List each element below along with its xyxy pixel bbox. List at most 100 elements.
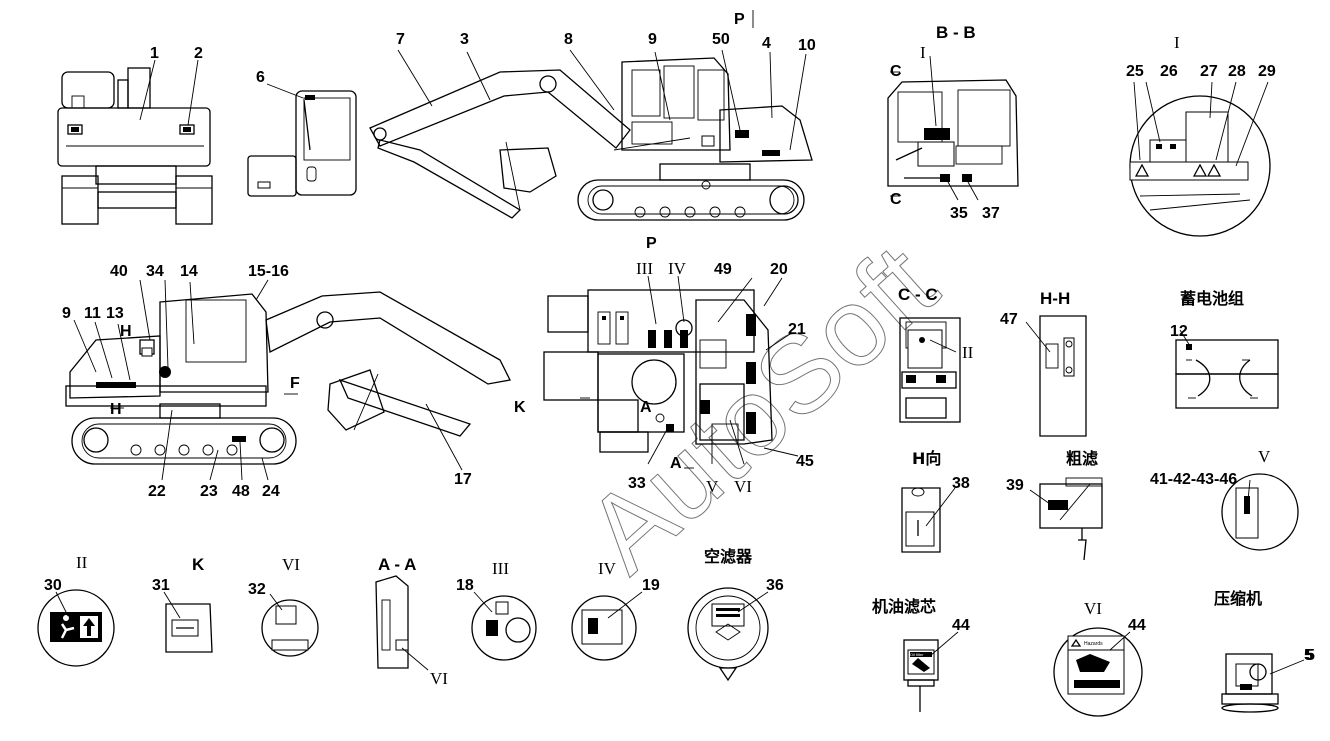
callout-37: 37	[982, 205, 1000, 222]
callout-48: 48	[232, 483, 250, 500]
air-filter-title: 空滤器	[704, 547, 753, 566]
ref-vi: VI	[734, 477, 752, 496]
callout-5: 5	[1304, 647, 1313, 664]
callout-9b: 9	[62, 305, 71, 322]
rear-view-drawing	[57, 67, 213, 225]
detail-k-drawing	[165, 603, 213, 653]
callout-19: 19	[642, 577, 660, 594]
callout-14: 14	[180, 263, 198, 280]
detail-iii-title: III	[492, 559, 509, 578]
callout-18: 18	[456, 577, 474, 594]
callout-39: 39	[1006, 477, 1024, 494]
coarse-filter-drawing	[1039, 477, 1103, 561]
callout-4: 4	[762, 35, 771, 52]
callout-35: 35	[950, 205, 968, 222]
cab-door-drawing	[247, 90, 357, 197]
section-a-bottom: A	[670, 455, 682, 472]
callout-11: 11	[84, 305, 101, 322]
detail-v-title: V	[1258, 447, 1271, 466]
callout-3: 3	[460, 31, 469, 48]
ref-i: I	[920, 43, 926, 62]
callout-24: 24	[262, 483, 280, 500]
section-bb-title: B - B	[936, 23, 976, 42]
hazard-label-text: Hazards	[1084, 641, 1103, 647]
callout-40: 40	[110, 263, 128, 280]
h-view-drawing	[901, 487, 941, 553]
oil-filter-label-text: Oil filter	[910, 652, 924, 657]
detail-iv-title: IV	[598, 559, 617, 578]
callout-44b: 44	[1128, 617, 1146, 634]
callout-25: 25	[1126, 63, 1144, 80]
callout-45: 45	[796, 453, 814, 470]
callout-49: 49	[714, 261, 732, 278]
callout-13: 13	[106, 305, 124, 322]
callout-33: 33	[628, 475, 646, 492]
compressor-title: 压缩机	[1214, 589, 1262, 608]
section-a-top: A	[640, 399, 652, 416]
section-c-bottom: C	[890, 191, 902, 208]
callout-6: 6	[256, 69, 265, 86]
callout-1: 1	[150, 45, 159, 62]
callout-2: 2	[194, 45, 203, 62]
view-p-marker: P	[734, 11, 745, 28]
air-filter-drawing	[687, 587, 769, 682]
detail-i-drawing	[1129, 95, 1271, 237]
ref-ii: II	[962, 343, 974, 362]
ref-v: V	[706, 477, 719, 496]
callout-10: 10	[798, 37, 816, 54]
section-h-top: H	[120, 323, 132, 340]
callout-38: 38	[952, 475, 970, 492]
callout-22: 22	[148, 483, 166, 500]
oil-filter-drawing	[903, 639, 939, 712]
section-k-marker: K	[514, 399, 526, 416]
callout-27: 27	[1200, 63, 1218, 80]
detail-v-drawing	[1221, 473, 1299, 551]
detail-ii-drawing	[37, 589, 115, 667]
detail-vi-small-drawing	[261, 599, 319, 657]
section-bb-drawing	[887, 79, 1019, 187]
detail-ii-title: II	[76, 553, 88, 572]
callout-32: 32	[248, 581, 266, 598]
callout-26: 26	[1160, 63, 1178, 80]
side-view-lower-drawing	[65, 291, 511, 465]
detail-k-title: K	[192, 555, 205, 574]
section-c-top: C	[890, 63, 902, 80]
section-hh-drawing	[1039, 315, 1087, 437]
callout-41-46: 41-42-43-46	[1150, 471, 1237, 488]
section-aa-title: A - A	[378, 555, 416, 574]
callout-44a: 44	[952, 617, 970, 634]
view-p-label: P	[646, 235, 657, 252]
detail-i-title: I	[1174, 33, 1180, 52]
top-view-drawing	[543, 289, 773, 453]
callout-30: 30	[44, 577, 62, 594]
oil-filter-title: 机油滤芯	[872, 597, 936, 616]
section-cc-drawing	[899, 317, 961, 423]
section-h-bottom: H	[110, 401, 122, 418]
battery-drawing	[1175, 339, 1279, 409]
callout-28: 28	[1228, 63, 1246, 80]
callout-20: 20	[770, 261, 788, 278]
ref-iii-top: III	[636, 259, 653, 278]
h-view-title: H向	[912, 449, 941, 468]
battery-title: 蓄电池组	[1180, 289, 1244, 308]
callout-21: 21	[788, 321, 806, 338]
detail-iv-drawing	[571, 595, 637, 661]
callout-5b: 5	[1306, 647, 1315, 664]
callout-8: 8	[564, 31, 573, 48]
callout-labels: 1 2 3 4 5 6 7 8 9 10 50 9 11 13 40 34 14…	[44, 11, 1315, 688]
callout-36: 36	[766, 577, 784, 594]
callout-7: 7	[396, 31, 405, 48]
ref-iv-top: IV	[668, 259, 687, 278]
callout-34: 34	[146, 263, 164, 280]
callout-17: 17	[454, 471, 472, 488]
detail-vi-small-title: VI	[282, 555, 300, 574]
detail-vi-label-title: VI	[1084, 599, 1102, 618]
ref-vi-aa: VI	[430, 669, 448, 688]
section-hh-title: H-H	[1040, 289, 1070, 308]
coarse-filter-title: 粗滤	[1066, 449, 1098, 468]
view-f-marker: F	[290, 375, 300, 392]
callout-29: 29	[1258, 63, 1276, 80]
section-cc-title: C - C	[898, 285, 938, 304]
callout-12: 12	[1170, 323, 1188, 340]
